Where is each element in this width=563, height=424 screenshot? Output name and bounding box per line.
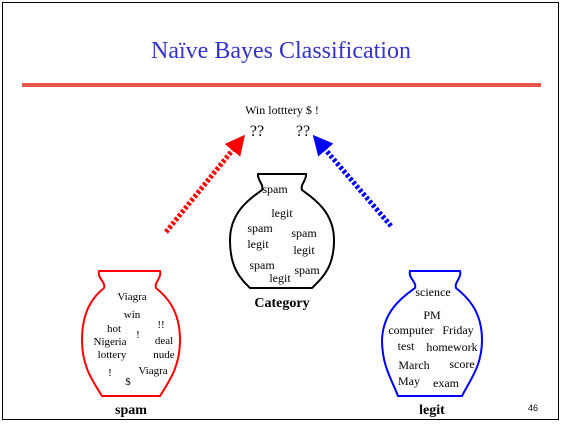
spam-word: win bbox=[124, 309, 141, 321]
legit-word: May bbox=[398, 374, 420, 388]
category-label: Category bbox=[254, 296, 309, 311]
spam-word: ! bbox=[108, 367, 112, 379]
category-jar bbox=[228, 173, 336, 289]
spam-jar bbox=[80, 270, 182, 397]
category-word: spam bbox=[262, 182, 288, 196]
category-word: legit bbox=[293, 243, 315, 257]
unknown-left: ?? bbox=[250, 123, 264, 140]
category-word: legit bbox=[269, 271, 291, 285]
spam-word: Viagra bbox=[117, 291, 146, 303]
spam-word: Viagra bbox=[138, 365, 167, 377]
legit-arrow bbox=[312, 134, 393, 228]
spam-word: Nigeria bbox=[94, 336, 127, 348]
slide bbox=[2, 2, 559, 420]
legit-word: score bbox=[449, 357, 474, 371]
spam-arrow bbox=[164, 134, 246, 234]
spam-word: $ bbox=[125, 376, 131, 388]
spam-word: hot bbox=[107, 323, 121, 335]
legit-jar bbox=[380, 270, 484, 397]
spam-word: nude bbox=[153, 349, 175, 361]
spam-word: deal bbox=[155, 335, 173, 347]
category-word: spam bbox=[294, 263, 320, 277]
slide-title: Naïve Bayes Classification bbox=[151, 38, 411, 64]
category-word: legit bbox=[271, 206, 293, 220]
legit-word: Friday bbox=[442, 323, 473, 337]
page-number: 46 bbox=[528, 403, 538, 413]
legit-word: science bbox=[415, 285, 450, 299]
query-text: Win lotttery $ ! bbox=[245, 103, 319, 117]
spam-word: ! bbox=[136, 329, 140, 341]
legit-label: legit bbox=[419, 403, 445, 418]
unknown-right: ?? bbox=[296, 123, 310, 140]
category-word: legit bbox=[247, 237, 269, 251]
legit-word: test bbox=[398, 339, 415, 353]
category-word: spam bbox=[249, 258, 275, 272]
spam-word: lottery bbox=[98, 349, 127, 361]
category-word: spam bbox=[247, 221, 273, 235]
legit-word: exam bbox=[433, 376, 460, 390]
legit-word: March bbox=[398, 358, 429, 372]
legit-word: homework bbox=[426, 340, 477, 354]
spam-label: spam bbox=[115, 403, 147, 418]
spam-word: !! bbox=[157, 319, 164, 331]
legit-word: PM bbox=[423, 308, 441, 322]
category-word: spam bbox=[291, 226, 317, 240]
legit-word: computer bbox=[388, 323, 433, 337]
